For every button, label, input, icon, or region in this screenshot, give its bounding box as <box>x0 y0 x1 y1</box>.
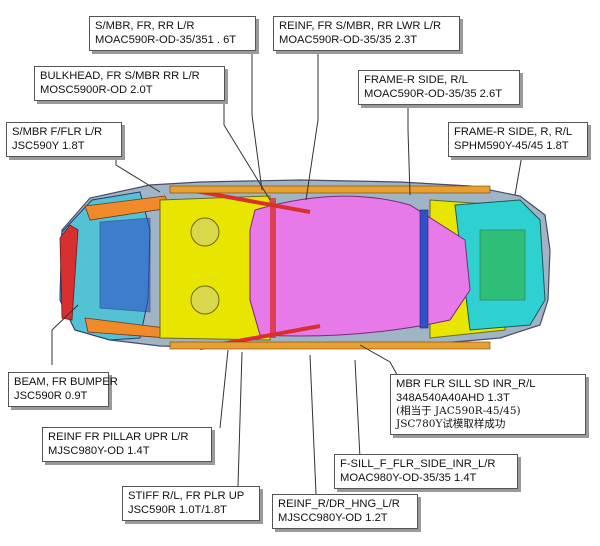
front-subframe <box>99 217 151 313</box>
front-bumper-beam <box>59 224 79 321</box>
rear-frame-green <box>479 229 526 301</box>
callout-line: FRAME-R SIDE, R, R/L <box>454 126 573 138</box>
callout-frame-r-side-r: FRAME-R SIDE, R, R/L SPHM590Y-45/45 1.8T <box>448 122 588 157</box>
callout-reinf-r-dr-hng: REINF_R/DR_HNG_L/R MJSCC980Y-OD 1.2T <box>272 494 418 529</box>
front-strut-tower-lower <box>190 285 220 315</box>
callout-line: BEAM, FR BUMPER <box>14 376 118 388</box>
callout-line: REINF_R/DR_HNG_L/R <box>278 498 400 510</box>
callout-bulkhead: BULKHEAD, FR S/MBR RR L/R MOSC5900R-OD 2… <box>34 66 225 101</box>
callout-smbr-fr-rr: S/MBR, FR, RR L/R MOAC590R-OD-35/351 . 6… <box>89 16 256 51</box>
callout-mbr-flr-sill: MBR FLR SILL SD INR_R/L 348A540A40AHD 1.… <box>390 374 586 435</box>
callout-line: FRAME-R SIDE, R/L <box>364 74 468 86</box>
callout-line: MBR FLR SILL SD INR_R/L <box>396 378 536 390</box>
rear-cross-member <box>419 209 429 329</box>
mid-cross-member <box>270 198 276 338</box>
callout-line: MOAC980Y-OD-35/35 1.4T <box>340 472 477 484</box>
callout-line: MOSC5900R-OD 2.0T <box>40 84 153 96</box>
floor-cross-member-upper <box>189 188 311 214</box>
callout-beam-fr-bumper: BEAM, FR BUMPER JSC590R 0.9T <box>8 372 118 407</box>
callout-line: MOAC590R-OD-35/35 2.6T <box>364 88 503 100</box>
callout-line: REINF, FR S/MBR, RR LWR L/R <box>279 20 442 32</box>
callout-stiff-rl: STIFF R/L, FR PLR UP JSC590R 1.0T/1.8T <box>122 486 260 521</box>
callout-line: S/MBR, FR, RR L/R <box>95 20 195 32</box>
callout-line: MOAC590R-OD-35/351 . 6T <box>95 34 237 46</box>
callout-line: MJSC980Y-OD 1.4T <box>48 445 150 457</box>
car-body-illustration <box>59 179 551 350</box>
callout-line: MJSCC980Y-OD 1.2T <box>278 512 388 524</box>
center-floor-panel <box>249 195 471 337</box>
callout-line: BULKHEAD, FR S/MBR RR L/R <box>40 70 200 82</box>
callout-note: (相当于 JAC590R-45/45) <box>396 405 521 417</box>
callout-f-sill: F-SILL_F_FLR_SIDE_INR_L/R MOAC980Y-OD-35… <box>334 454 518 489</box>
callout-note: JSC780Y试模取样成功 <box>396 418 506 430</box>
front-strut-tower-upper <box>190 217 220 247</box>
callout-line: S/MBR F/FLR L/R <box>12 126 103 138</box>
callout-line: SPHM590Y-45/45 1.8T <box>454 140 569 152</box>
side-sill-upper <box>169 185 491 194</box>
callout-line: STIFF R/L, FR PLR UP <box>128 490 245 502</box>
callout-reinf-fr-smbr: REINF, FR S/MBR, RR LWR L/R MOAC590R-OD-… <box>273 16 460 51</box>
callout-line: 348A540A40AHD 1.3T <box>396 392 510 404</box>
callout-line: REINF FR PILLAR UPR L/R <box>48 431 189 443</box>
callout-line: JSC590R 1.0T/1.8T <box>128 504 227 516</box>
callout-frame-r-side-rl: FRAME-R SIDE, R/L MOAC590R-OD-35/35 2.6T <box>358 70 520 105</box>
callout-line: MOAC590R-OD-35/35 2.3T <box>279 34 418 46</box>
callout-reinf-fr-pillar: REINF FR PILLAR UPR L/R MJSC980Y-OD 1.4T <box>42 427 212 462</box>
side-sill-lower <box>169 341 491 350</box>
callout-smbr-fflr: S/MBR F/FLR L/R JSC590Y 1.8T <box>6 122 122 157</box>
callout-line: F-SILL_F_FLR_SIDE_INR_L/R <box>340 458 496 470</box>
callout-line: JSC590R 0.9T <box>14 390 88 402</box>
callout-line: JSC590Y 1.8T <box>12 140 85 152</box>
